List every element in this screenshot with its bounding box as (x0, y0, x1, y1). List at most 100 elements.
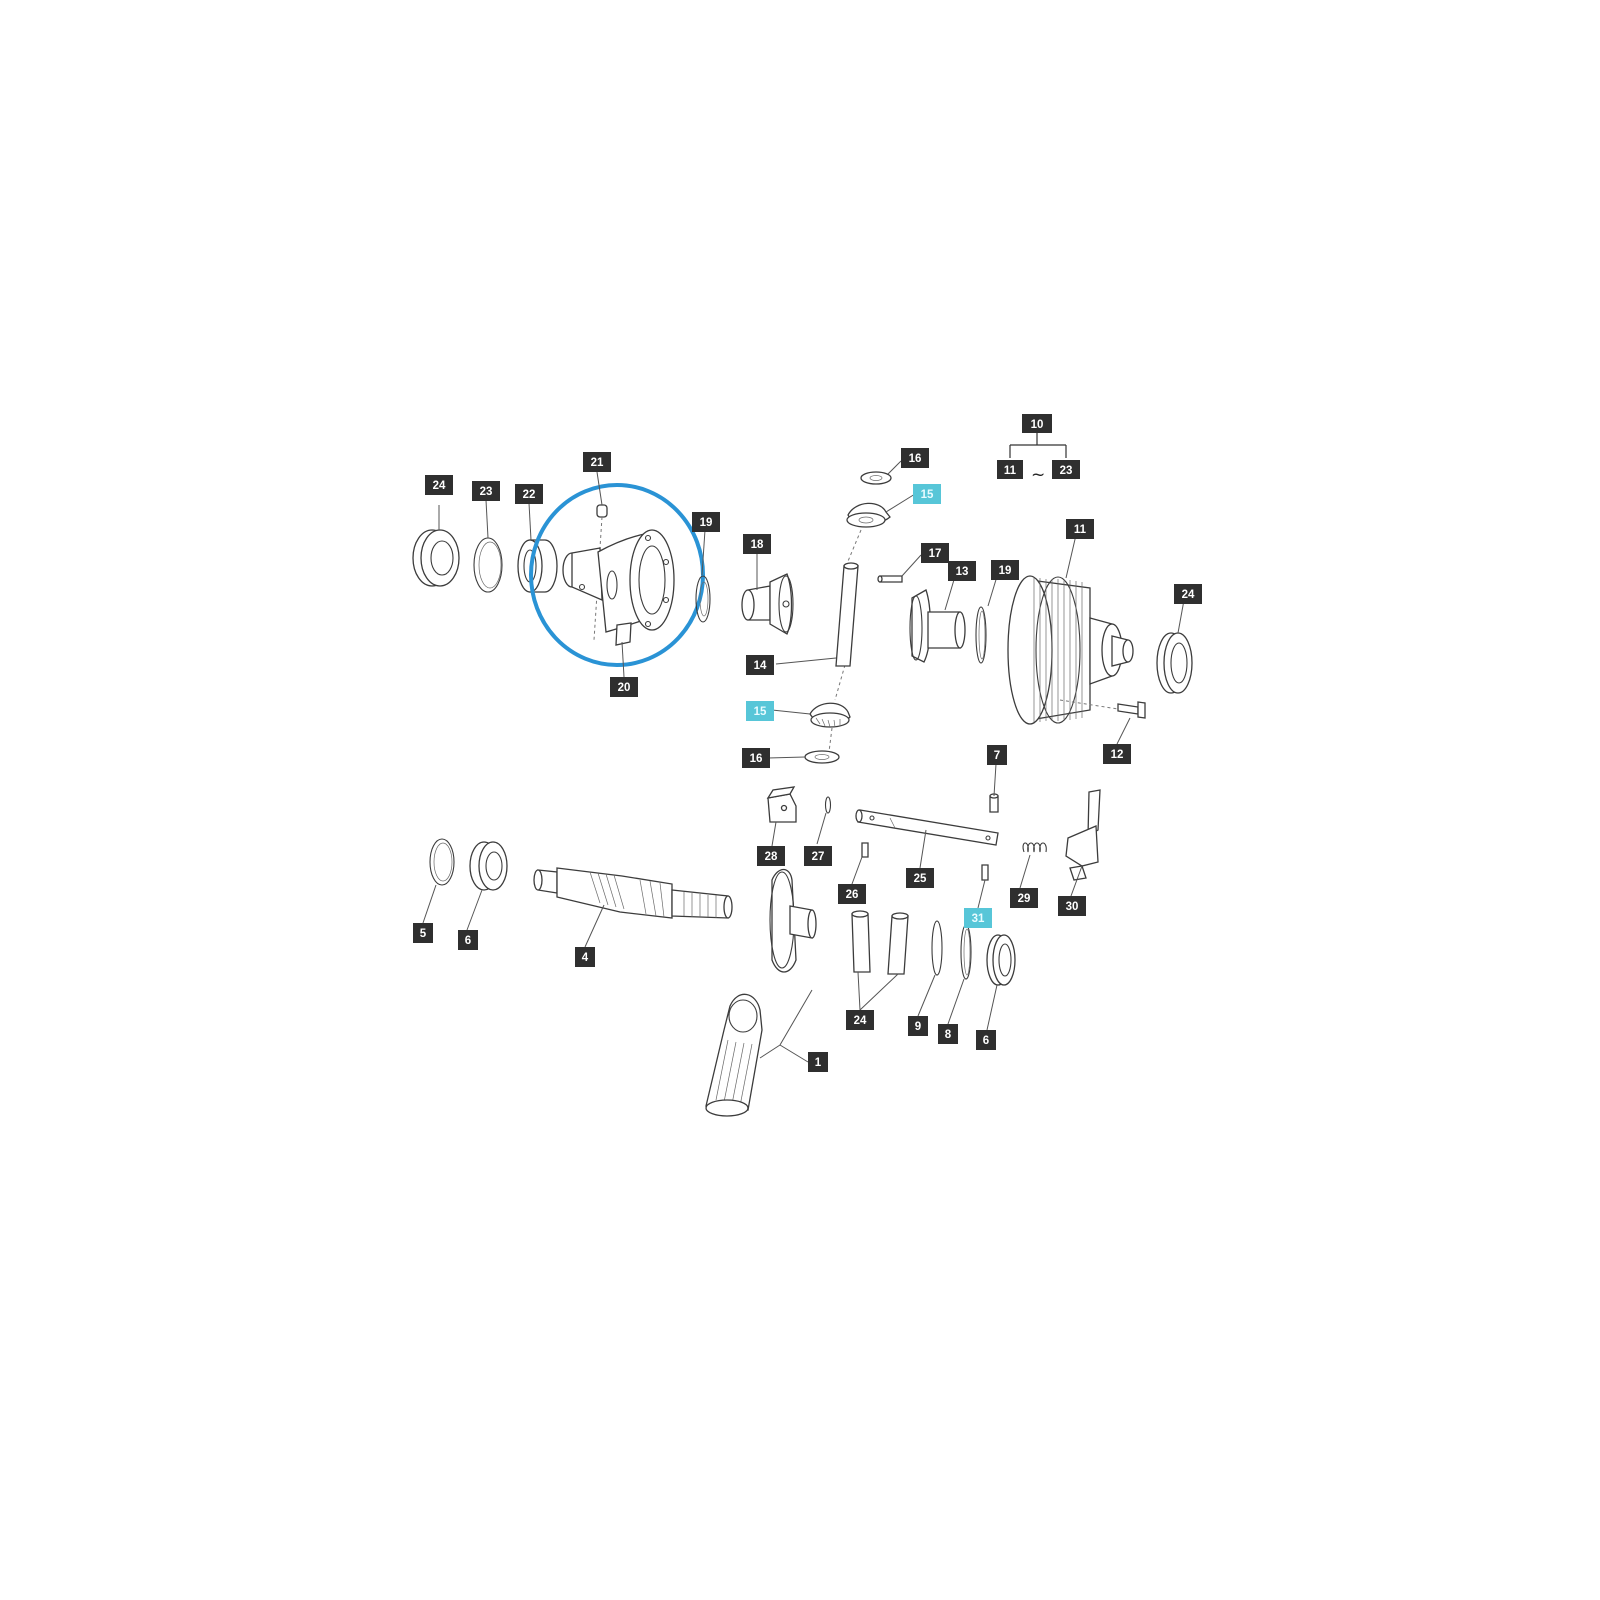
part-washer-16-top (860, 471, 892, 485)
svg-text:8: 8 (945, 1029, 952, 1041)
part-shift-rod-25 (855, 809, 999, 846)
callout-27: 27 (804, 846, 832, 866)
svg-text:10: 10 (1031, 419, 1044, 431)
part-shift-fork-30 (1065, 789, 1101, 881)
callout-26: 26 (838, 884, 866, 904)
part-differential-housing-20 (562, 529, 675, 646)
part-bearing-24-right (1156, 632, 1193, 694)
part-side-gear-18 (741, 573, 794, 635)
callout-24-bottom: 24 (846, 1010, 874, 1030)
part-ring-19-left (695, 575, 711, 623)
part-pinion-gear-15-bottom (809, 702, 851, 728)
part-bearing-24-left (412, 529, 460, 587)
svg-text:23: 23 (480, 486, 493, 498)
callout-8: 8 (938, 1024, 958, 1044)
part-pin-7 (989, 793, 999, 813)
svg-text:1: 1 (815, 1057, 822, 1069)
svg-text:22: 22 (523, 489, 536, 501)
svg-text:12: 12 (1111, 749, 1124, 761)
svg-text:26: 26 (846, 889, 859, 901)
svg-text:11: 11 (1074, 524, 1087, 536)
svg-text:21: 21 (591, 457, 604, 469)
callout-16-bottom: 16 (742, 748, 770, 768)
part-side-gear-13 (909, 589, 966, 663)
part-bevel-pinion-1 (705, 868, 817, 1117)
part-block-28 (766, 786, 797, 823)
part-ring-5 (429, 838, 455, 886)
svg-text:24: 24 (433, 480, 446, 492)
callout-16-top: 16 (901, 448, 929, 468)
callouts: 10 11 23 24 23 22 21 19 (413, 414, 1202, 1072)
svg-text:4: 4 (582, 952, 589, 964)
part-ring-8 (960, 924, 972, 980)
svg-text:15: 15 (921, 489, 934, 501)
callout-5: 5 (413, 923, 433, 943)
svg-text:19: 19 (999, 565, 1012, 577)
callout-31: 31 (964, 908, 992, 928)
callout-19-right: 19 (991, 560, 1019, 580)
svg-text:25: 25 (914, 873, 927, 885)
svg-text:20: 20 (618, 682, 631, 694)
callout-28: 28 (757, 846, 785, 866)
callout-7: 7 (987, 745, 1007, 765)
part-races-24-bottom (851, 910, 909, 975)
svg-text:23: 23 (1060, 465, 1073, 477)
svg-text:31: 31 (972, 913, 985, 925)
part-pin-26 (861, 842, 869, 858)
callout-29: 29 (1010, 888, 1038, 908)
svg-text:18: 18 (751, 539, 764, 551)
svg-text:6: 6 (983, 1035, 989, 1047)
part-pin-17 (877, 575, 903, 583)
svg-text:6: 6 (465, 935, 471, 947)
part-snap-ring-23 (473, 537, 503, 593)
part-spring-27 (824, 796, 832, 814)
callout-30: 30 (1058, 896, 1086, 916)
part-pinion-shaft-14 (835, 562, 859, 667)
svg-text:14: 14 (754, 660, 767, 672)
callout-4: 4 (575, 947, 595, 967)
svg-text:27: 27 (812, 851, 825, 863)
callout-17: 17 (921, 543, 949, 563)
part-spring-29 (1022, 842, 1047, 853)
callout-range-from: 11 (997, 460, 1023, 479)
svg-text:17: 17 (929, 548, 942, 560)
callout-14: 14 (746, 655, 774, 675)
part-bolt-12 (1059, 699, 1146, 719)
callout-11: 11 (1066, 519, 1094, 539)
part-ring-19-right (975, 606, 987, 664)
part-bearing-6-left (469, 841, 508, 891)
part-bearing-6-right (986, 934, 1016, 986)
svg-text:7: 7 (994, 750, 1000, 762)
part-pin-31 (981, 864, 989, 881)
assembly-legend: ~ (1009, 433, 1067, 485)
callout-18: 18 (743, 534, 771, 554)
svg-text:9: 9 (915, 1021, 921, 1033)
callout-15-bottom: 15 (746, 701, 774, 721)
callout-22: 22 (515, 484, 543, 504)
callout-12: 12 (1103, 744, 1131, 764)
svg-text:29: 29 (1018, 893, 1031, 905)
svg-text:11: 11 (1004, 465, 1017, 477)
callout-24: 24 (425, 475, 453, 495)
svg-text:13: 13 (956, 566, 969, 578)
part-ring-9 (931, 920, 943, 976)
callout-21: 21 (583, 452, 611, 472)
svg-text:16: 16 (750, 753, 763, 765)
svg-text:19: 19 (700, 517, 713, 529)
svg-text:24: 24 (1182, 589, 1195, 601)
callout-20: 20 (610, 677, 638, 697)
callout-25: 25 (906, 868, 934, 888)
svg-text:24: 24 (854, 1015, 867, 1027)
svg-text:28: 28 (765, 851, 778, 863)
range-separator: ~ (1031, 465, 1045, 485)
callout-6-left: 6 (458, 930, 478, 950)
part-washer-16-bottom (804, 750, 840, 764)
callout-range-to: 23 (1052, 460, 1080, 479)
callout-6-right: 6 (976, 1030, 996, 1050)
svg-text:30: 30 (1066, 901, 1079, 913)
callout-24-right: 24 (1174, 584, 1202, 604)
part-main-shaft-4 (533, 867, 733, 919)
svg-text:5: 5 (420, 928, 427, 940)
svg-text:15: 15 (754, 706, 767, 718)
